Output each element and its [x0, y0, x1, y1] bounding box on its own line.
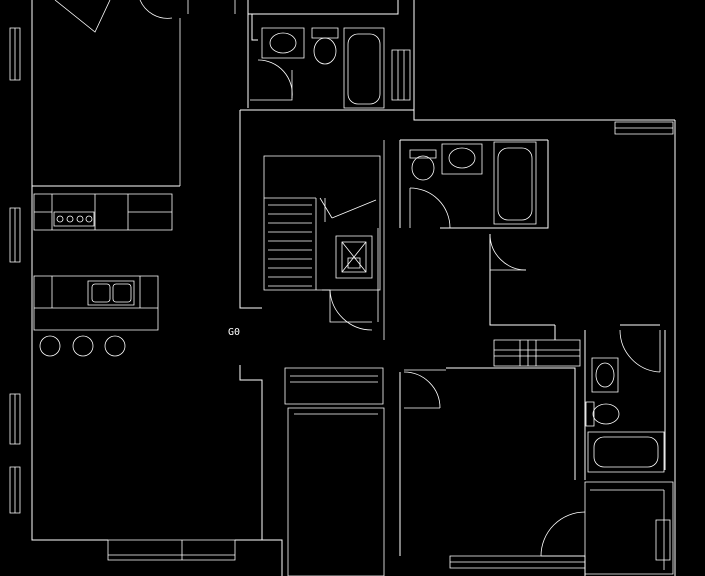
sink-icon: [442, 144, 482, 174]
toilet-icon: [586, 402, 619, 426]
entrance-doors: [55, 0, 235, 186]
sink-icon: [592, 358, 618, 392]
left-windows: [10, 28, 20, 513]
bathtub-icon: [588, 432, 664, 472]
top-right-window: [615, 122, 673, 134]
cooktop-icon: [54, 212, 94, 226]
center-closet: [285, 368, 384, 576]
bottom-windows: [108, 540, 585, 568]
bedroom-3-walls: [400, 368, 575, 556]
kitchen-upper-counter: [34, 194, 172, 230]
bathroom-2: [400, 140, 548, 228]
closet-sliding: [494, 340, 580, 366]
utility-closet: [322, 140, 384, 340]
water-heater-icon: [342, 242, 366, 272]
double-sink-icon: [88, 281, 134, 305]
closet-bottom-right: [541, 482, 673, 574]
room-code-label: G0: [228, 327, 240, 338]
kitchen-island: [34, 276, 158, 330]
bathtub-icon: [494, 142, 536, 224]
staircase: [264, 156, 380, 290]
sink-icon: [270, 33, 296, 53]
bathtub-icon: [344, 28, 384, 108]
outer-walls: [32, 0, 675, 576]
hall-walls: [240, 110, 414, 540]
toilet-icon: [410, 150, 436, 180]
toilet-icon: [312, 28, 338, 64]
bedroom-2-walls: [490, 234, 660, 372]
bar-stools: [40, 336, 125, 356]
bathroom-1: [248, 14, 410, 108]
bathroom-3: [585, 330, 665, 480]
